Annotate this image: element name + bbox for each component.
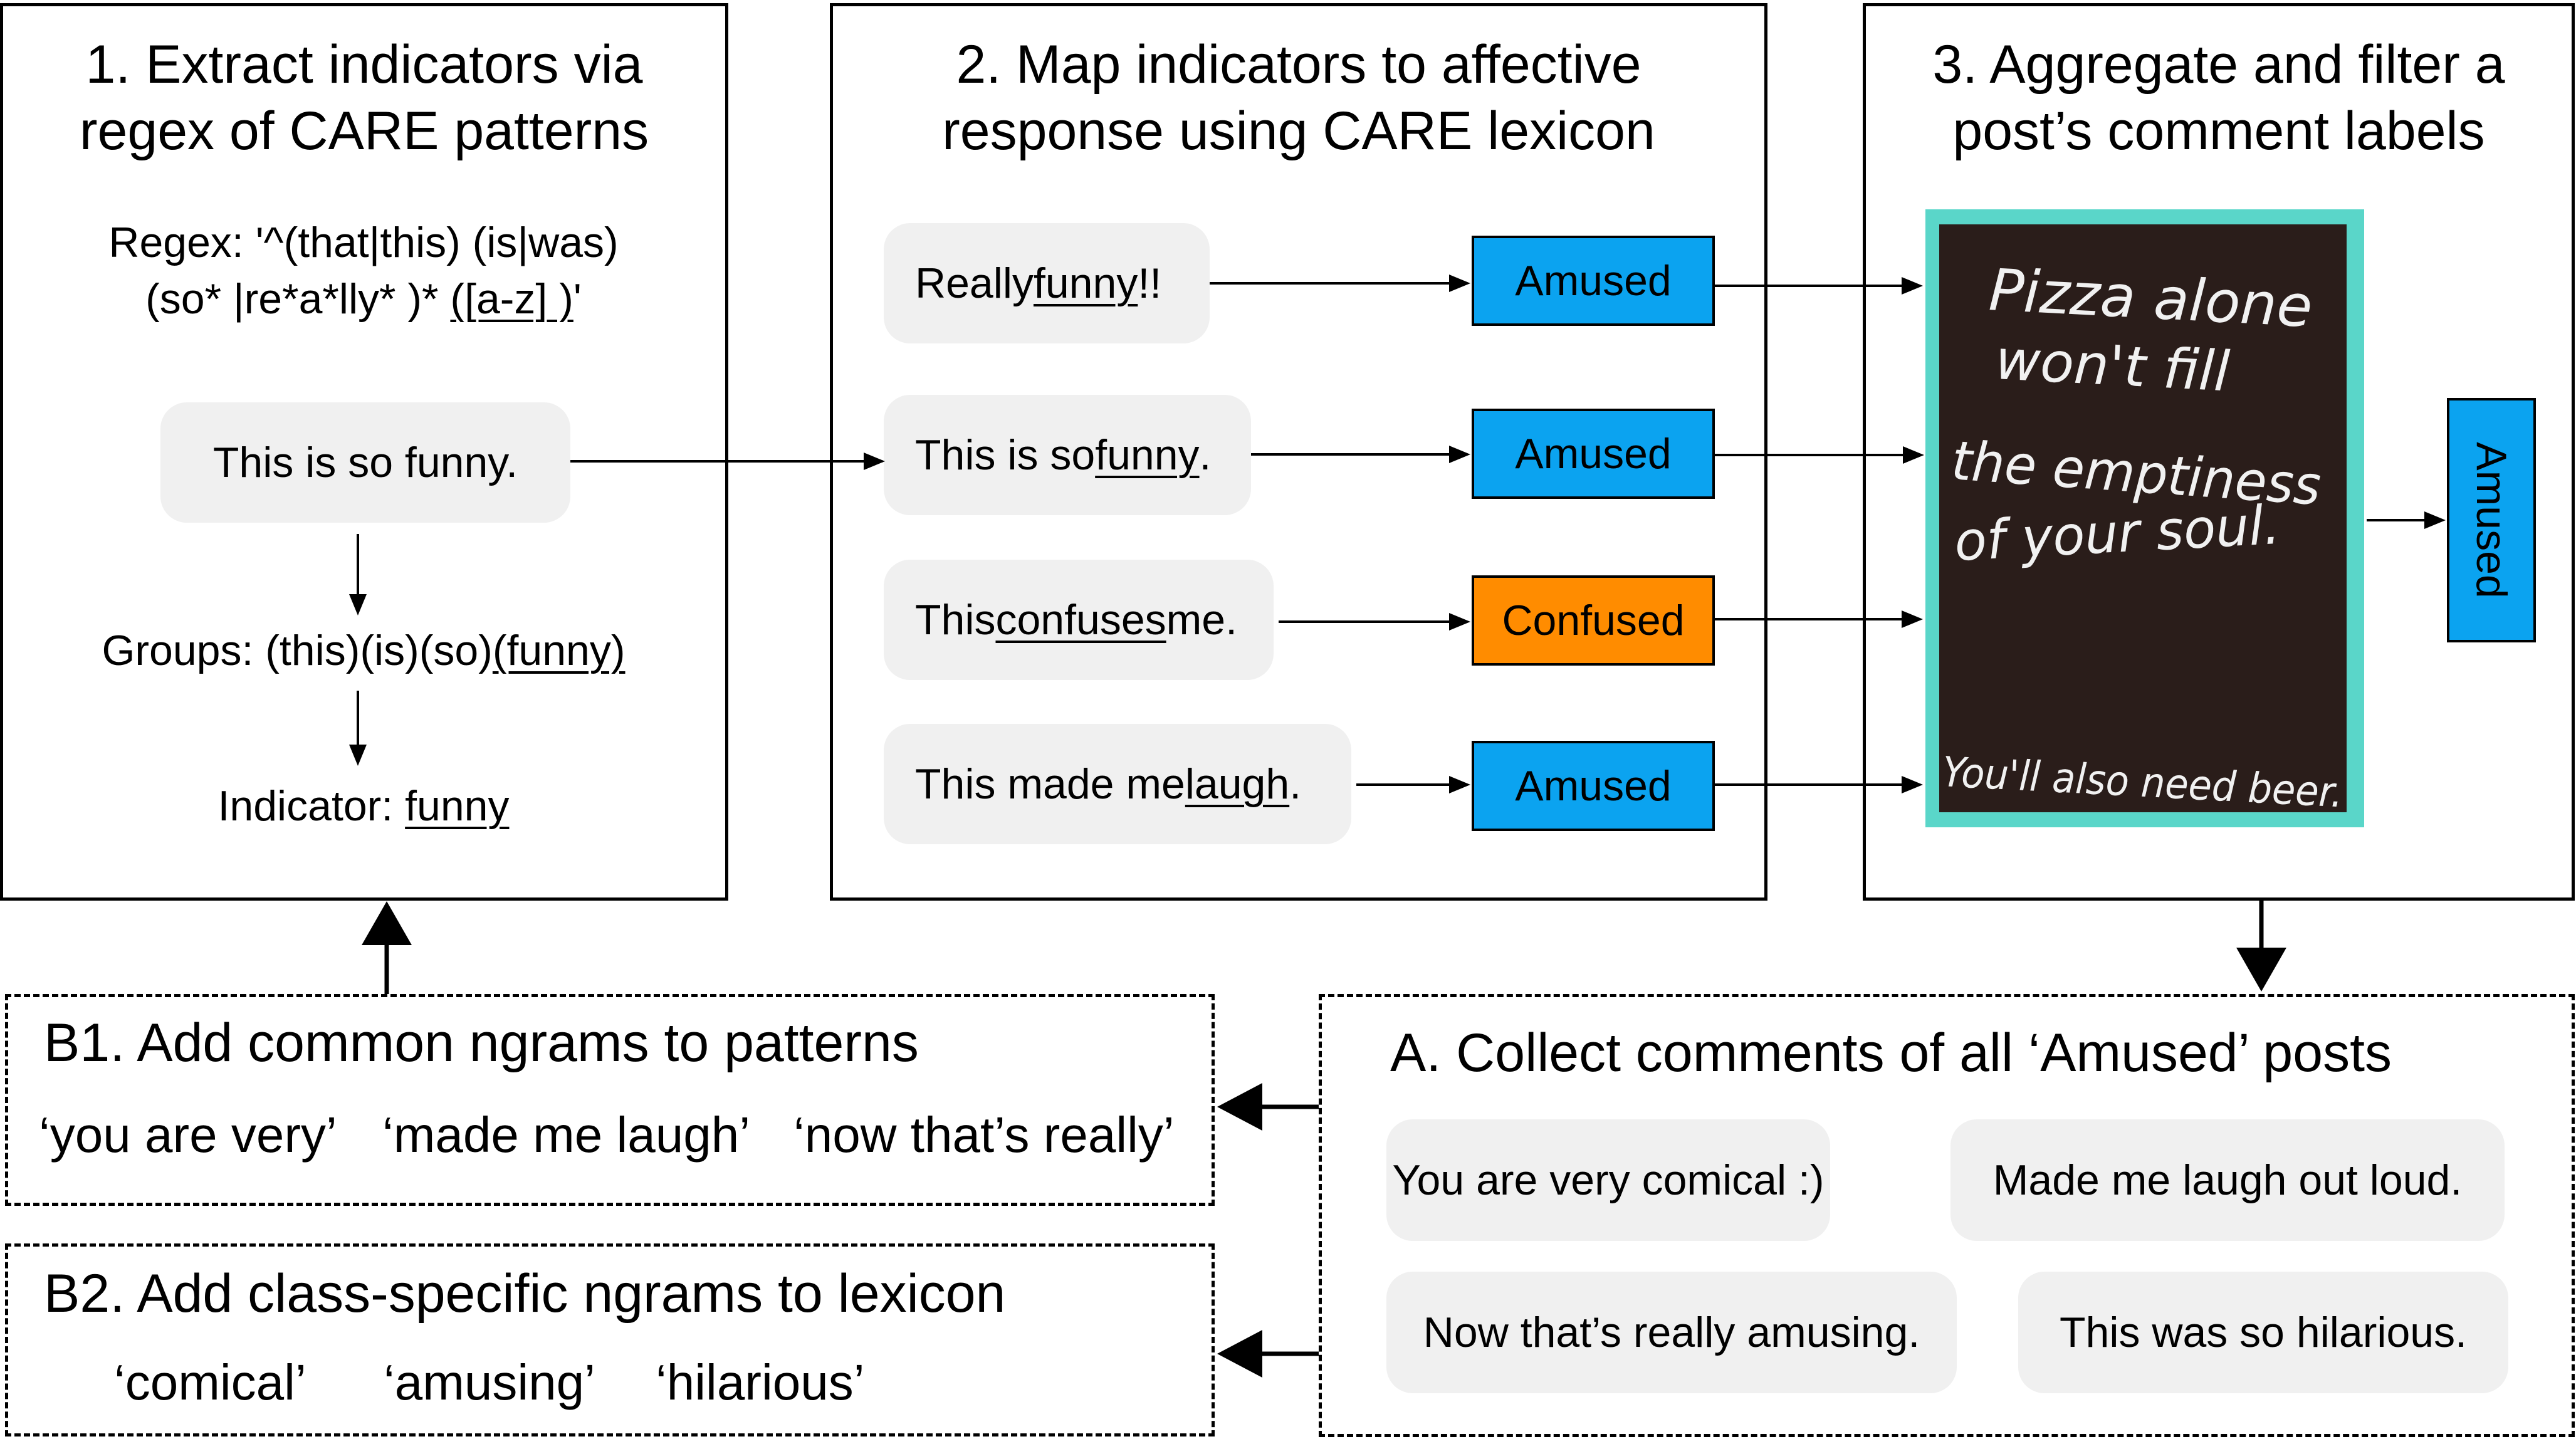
- arrowhead-bold: [1217, 1083, 1262, 1131]
- arrowhead-bold: [1217, 1330, 1262, 1378]
- panel3-title-line1: 3. Aggregate and filter a: [1932, 34, 2505, 95]
- indicator-label: Indicator:: [217, 782, 406, 830]
- aggregated-label-amused: Amused: [2447, 398, 2536, 642]
- arrowhead: [1902, 277, 1923, 295]
- label-text: Amused: [1515, 430, 1672, 478]
- indicator-value: funny: [405, 782, 510, 830]
- collected-comment-4: This was so hilarious.: [2018, 1272, 2508, 1393]
- label-text: Confused: [1502, 597, 1685, 644]
- arrowhead: [349, 745, 367, 766]
- comment-post: me.: [1166, 596, 1237, 644]
- regex-capture-group: ([a-z] ): [450, 275, 573, 323]
- arrowhead: [1902, 610, 1923, 628]
- panel2-title-line1: 2. Map indicators to affective: [956, 34, 1641, 95]
- comment-pre: This is so: [915, 431, 1096, 479]
- comment-pre: Really: [915, 259, 1034, 307]
- indicator-line: Indicator: funny: [50, 780, 677, 832]
- pattern-ngram-1: ‘you are very’: [39, 1107, 337, 1163]
- panel3-title-line2: post’s comment labels: [1952, 101, 2485, 161]
- panel1-title-line1: 1. Extract indicators via: [85, 34, 643, 95]
- regex-line2: (so* |re*a*lly* )* ([a-z] )': [50, 273, 677, 325]
- arrowhead: [864, 453, 885, 470]
- pattern-ngram-2: ‘made me laugh’: [382, 1107, 750, 1163]
- panel-extract-indicators: 1. Extract indicators via regex of CARE …: [0, 3, 728, 901]
- chalkboard-surface: [1939, 224, 2347, 812]
- collected-comment-3: Now that’s really amusing.: [1386, 1272, 1957, 1393]
- panel2-title: 2. Map indicators to affective response …: [833, 31, 1764, 164]
- lexicon-ngram-3: ‘hilarious’: [656, 1354, 865, 1410]
- arrowhead: [1902, 776, 1923, 793]
- collected-comment-text: Made me laugh out loud.: [1992, 1156, 2463, 1204]
- panel1-title: 1. Extract indicators via regex of CARE …: [3, 31, 725, 164]
- panel-add-patterns: [5, 994, 1215, 1206]
- arrowhead: [1449, 446, 1470, 463]
- arrowhead: [2424, 511, 2446, 529]
- pattern-ngrams: ‘you are very’ ‘made me laugh’ ‘now that…: [0, 1106, 1216, 1169]
- label-amused-3: Amused: [1472, 741, 1715, 831]
- panelB2-title: B2. Add class-specific ngrams to lexicon: [44, 1264, 1006, 1324]
- groups-underlined: (funny): [492, 627, 626, 674]
- lexicon-ngram-1: ‘comical’: [114, 1354, 306, 1410]
- comment-pre: This: [915, 596, 996, 644]
- comment-post: .: [1289, 760, 1302, 808]
- regex-line2-end: ': [573, 275, 582, 323]
- comment-post: .: [1199, 431, 1212, 479]
- comment-pre: This made me: [915, 760, 1185, 808]
- panelA-title: A. Collect comments of all ‘Amused’ post…: [1390, 1023, 2392, 1083]
- groups-plain: Groups: (this)(is)(so): [102, 627, 493, 674]
- lexicon-ngram-2: ‘amusing’: [384, 1354, 595, 1410]
- comment-bubble-3: This confuses me.: [884, 560, 1274, 680]
- arrowhead: [1449, 275, 1470, 292]
- lexicon-ngrams: ‘comical’ ‘amusing’ ‘hilarious’: [0, 1354, 1216, 1416]
- comment-indicator: confuses: [995, 596, 1166, 644]
- label-text: Amused: [1515, 762, 1672, 810]
- comment-post: !!: [1138, 259, 1162, 307]
- collected-comment-text: This was so hilarious.: [2059, 1309, 2468, 1356]
- comment-indicator: funny: [1095, 431, 1200, 479]
- arrowhead: [1449, 613, 1470, 631]
- arrowhead: [1449, 776, 1470, 793]
- regex-line2-plain: (so* |re*a*lly* )*: [145, 275, 451, 323]
- arrowhead-bold: [2236, 948, 2286, 992]
- example-comment-text: This is so funny.: [212, 439, 518, 486]
- comment-bubble-4: This made me laugh.: [884, 724, 1351, 844]
- collected-comment-1: You are very comical :): [1386, 1119, 1830, 1241]
- collected-comment-text: You are very comical :): [1392, 1156, 1825, 1204]
- regex-line1: Regex: '^(that|this) (is|was): [108, 219, 619, 266]
- sign-line-2: won't fill: [1994, 327, 2231, 404]
- panel3-title: 3. Aggregate and filter a post’s comment…: [1866, 31, 2572, 164]
- arrowhead: [1903, 446, 1924, 464]
- arrowhead-bold: [362, 901, 412, 945]
- example-comment-bubble: This is so funny.: [160, 402, 570, 523]
- arrowhead: [349, 594, 367, 615]
- label-amused-1: Amused: [1472, 236, 1715, 326]
- label-text: Amused: [1515, 257, 1672, 305]
- comment-indicator: laugh: [1185, 760, 1290, 808]
- pattern-ngram-3: ‘now that’s really’: [793, 1107, 1175, 1163]
- label-amused-2: Amused: [1472, 409, 1715, 499]
- panel2-title-line2: response using CARE lexicon: [942, 101, 1655, 161]
- collected-comment-2: Made me laugh out loud.: [1950, 1119, 2505, 1241]
- comment-bubble-2: This is so funny.: [884, 395, 1251, 515]
- panelB1-title: B1. Add common ngrams to patterns: [44, 1013, 919, 1073]
- collected-comment-text: Now that’s really amusing.: [1423, 1309, 1920, 1356]
- groups-line: Groups: (this)(is)(so)(funny): [50, 624, 677, 677]
- comment-indicator: funny: [1033, 259, 1138, 307]
- comment-bubble-1: Really funny!!: [884, 223, 1210, 343]
- panel-add-lexicon: [5, 1243, 1215, 1436]
- panel1-title-line2: regex of CARE patterns: [79, 101, 649, 161]
- post-image-chalkboard: Pizza alone won't fill the emptiness of …: [1925, 209, 2364, 827]
- label-confused: Confused: [1472, 575, 1715, 666]
